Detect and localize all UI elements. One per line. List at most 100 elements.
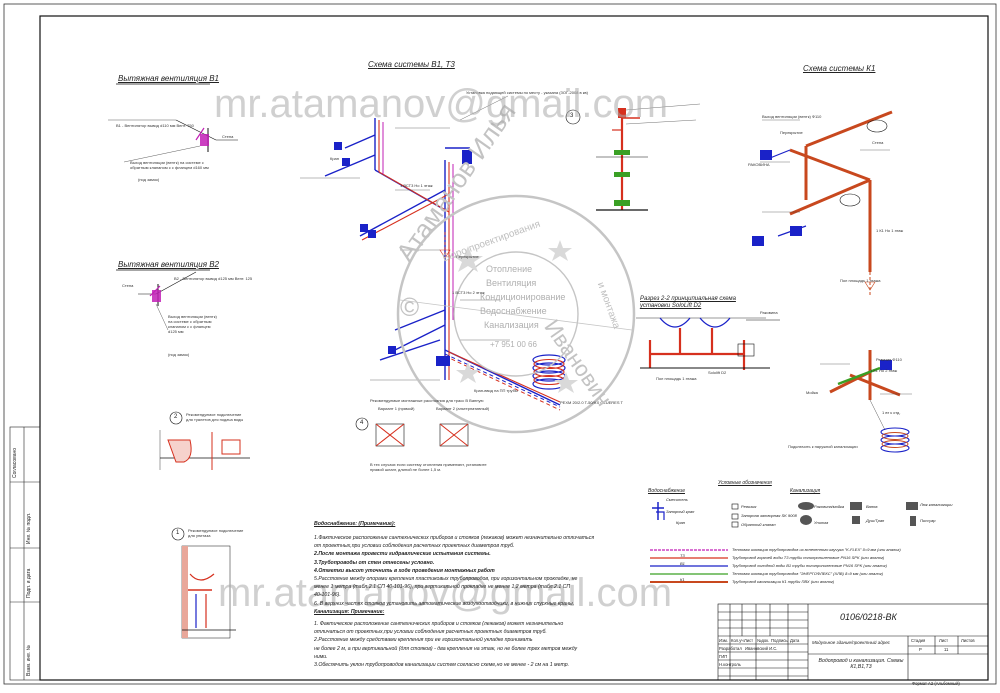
vent-b2-outlet2-label: (под замок) [168, 352, 190, 357]
legend-left-1: Запорный кран [666, 509, 695, 514]
stamp-inner1: Отопление [486, 264, 533, 274]
tb-row-2: Н.контроль [719, 662, 741, 667]
legend-line-tag-b1: В1 [680, 561, 685, 566]
watermark-bottom: mr.atamanov@gmail.com [218, 571, 673, 615]
legend-right-3: Унитаз [814, 520, 829, 525]
legend-mid-2: Обратный клапан [741, 522, 776, 527]
tb-stage: Р [919, 647, 922, 652]
detail-2-title: Рекомендуемое подключение для туалетов д… [186, 412, 244, 422]
detail-1-sink [171, 527, 236, 639]
water-note-line: 4.Отметки высот уточнить в ходе проведен… [314, 567, 495, 574]
vent-b1-wall-label: Стена [222, 134, 234, 139]
vent-b2-pipe-label: В2 - Вентилятор вывод d125 мм Вент. 125 [174, 276, 253, 281]
tb-name-0: Ивановский И.С. [745, 646, 778, 651]
legend-right-1: Ванна [866, 504, 878, 509]
tb-col-4: Подпись [771, 638, 788, 643]
title-scheme-b1-t3: Схема системы В1, Т3 [368, 60, 455, 69]
notes-water-title: Водоснабжение: (Примечание): [314, 521, 396, 527]
tb-row-0: Разработал [719, 646, 742, 651]
tb-col-5: Дата [790, 638, 800, 643]
legend-left-2: Кран [676, 520, 686, 525]
vent-b2-outlet-label: Выход вентиляции (вентк) на системе с об… [168, 314, 217, 334]
scheme-crane-label: Кран [330, 156, 339, 161]
section-sololift-label: Sololift D2 [708, 370, 727, 375]
water-note-line: от проектных,при условии соблюдения расч… [314, 543, 515, 550]
legend-mid-0: Ревизия [741, 504, 757, 509]
water-note-line: 3.Трубопроводы от стен отнесены условно. [314, 559, 435, 566]
notes-sewer-title: Канализация: Примечание: [314, 609, 385, 615]
stamp-inner3: Кондиционирование [480, 292, 566, 302]
sewer-note-line: 1. Фактическое расположение сантехническ… [314, 621, 564, 627]
detail-3-number: 3 [570, 113, 574, 119]
watermark-top: mr.atamanov@gmail.com [214, 82, 669, 126]
tb-stage-h: Стадия [911, 638, 926, 643]
scheme-perekr-label: Перекрытие [456, 254, 479, 259]
tb-col-0: Изм. [719, 638, 728, 643]
legend-right-0: Раковина/мойка [814, 504, 845, 509]
legend-line-0: Тепловая изоляция трубопроводов из вспен… [732, 547, 901, 552]
side-text-0: Согласовано [12, 447, 18, 478]
var2-label: Вариант 2 (альтернативный) [436, 406, 490, 411]
k1-riser-label: 1 К1 Но 1 этаж [876, 228, 904, 233]
scheme-k1 [752, 110, 912, 453]
legend-symbols [650, 502, 918, 583]
tb-code: 0106/0218-ВК [840, 612, 897, 622]
side-text-2: Подп. и дата [26, 568, 32, 598]
legend-line-3: Тепловая изоляция трубопроводов "ЭНЕРГОФ… [732, 571, 884, 576]
notes-water-list: 1.Фактическое расположение сантехнически… [314, 534, 594, 608]
k1-perekr-label: Перекрытие [780, 130, 803, 135]
section-2-2 [636, 317, 780, 370]
legend-line-2: Трубопровод холодной воды В1 трубы полип… [732, 563, 887, 568]
side-text-3: Взам. инв. № [26, 645, 32, 676]
vent-b1-diagram [108, 83, 238, 163]
vent-b1-pipe-label: В1 - Вентилятор вывод d110 мм Вент. 750 [116, 123, 194, 128]
tb-col-3: №док. [757, 638, 770, 643]
detail-1-title: Рекомендуемое подключение для унитаза [188, 528, 244, 538]
k1-conn-label: Подключить к наружной канализации [788, 444, 858, 449]
scheme-riser2-label: 1 ВСТ3 Но 2 этаж [452, 290, 485, 295]
sewer-note-line: отличаться от проектных,при условии собл… [314, 629, 547, 636]
tb-format: Формат А2 (Альбомный) [912, 681, 960, 686]
side-stamp-block [9, 426, 41, 681]
detail-4-number: 4 [360, 420, 364, 426]
vent-b1-outlet-label: Выход вентиляции (вентк) на системе с об… [130, 160, 209, 170]
detail-2-number: 2 [174, 414, 178, 420]
tb-row-1: ГИП [719, 654, 728, 659]
vent-b2-wall-label: Стена [122, 283, 134, 288]
legend-title-mid: Условные обозначения [718, 480, 772, 486]
tb-sheet-title: Водопровод и канализация. Схемы К1,В1,Т3 [818, 658, 904, 670]
detail-4 [355, 417, 469, 447]
scheme-riser1-label: 1 ВСТ3 Но 1 этаж [400, 183, 433, 188]
section-mir-label: Раковина [760, 310, 778, 315]
detail-1-number: 1 [176, 530, 180, 536]
k1-floor-label: Пол площадь 1 этажа [840, 278, 881, 283]
water-note-line: 1.Фактическое расположение сантехнически… [314, 535, 595, 541]
detail-4-title: Рекомендуемые монтажные расстояния для т… [370, 398, 484, 403]
water-note-line: 40-101-96). [314, 592, 341, 599]
sewer-note-line: ними. [314, 653, 328, 660]
k1-top-label: Выход вентиляции (вентк) Ф110 [762, 114, 822, 119]
stamp-seal [396, 194, 636, 434]
title-vent-b2: Вытяжная вентиляция В2 [118, 260, 219, 269]
legend-title-left: Водоснабжение [648, 488, 685, 494]
sewer-note-line: не более 2 м, а при вертикальной (для ст… [314, 645, 578, 652]
title-vent-b1: Вытяжная вентиляция В1 [118, 74, 219, 83]
tb-col-2: Лист [744, 638, 754, 643]
k1-riser2-label: 1 К1 Но 2 этаж [870, 368, 898, 373]
legend-line-tag-t3: Т3 [680, 553, 685, 558]
inner-frame [39, 15, 989, 681]
stamp-inner5: Канализация [484, 320, 539, 330]
detail-3-riser [565, 103, 701, 211]
legend-mid-1: Запорная затворная SK 9008 [741, 513, 797, 518]
scheme-b1-t3 [300, 95, 566, 411]
stamp-center: © [400, 292, 420, 322]
legend-right-4: Душ/Трап [866, 518, 885, 523]
title-block [717, 603, 989, 681]
detail-2-toilet [159, 411, 250, 470]
vent-b1-outlet2-label: (под замок) [138, 177, 160, 182]
sewer-note-line: 3.Обеспечить уклон трубопроводов канализ… [314, 662, 570, 669]
water-note-line: 5.Расстояние между опорами крепления пла… [314, 576, 578, 583]
title-section-2-2: Разрез 2-2 принципиальная схема установк… [640, 296, 736, 309]
k1-perimeter-label: Ревизия Ф110 [876, 357, 902, 362]
